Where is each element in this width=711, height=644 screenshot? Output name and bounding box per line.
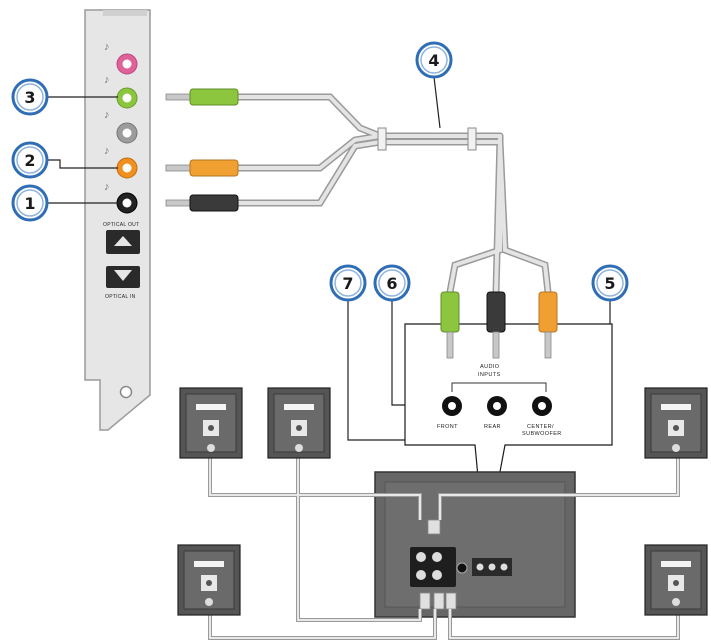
optical-in-port[interactable] bbox=[106, 266, 140, 288]
rca-plug-top bbox=[427, 519, 441, 535]
optical-in-label: OPTICAL IN bbox=[105, 294, 136, 300]
callout-badge-1: 1 bbox=[11, 184, 49, 222]
plug-green-right[interactable] bbox=[440, 291, 460, 359]
jack-icons: ♪ ♪ ♪ ♪ ♪ bbox=[104, 41, 110, 193]
callout-badge-2: 2 bbox=[11, 141, 49, 179]
jack-orange[interactable] bbox=[116, 157, 138, 179]
callout-badge-6: 6 bbox=[373, 264, 411, 302]
speaker-front-left bbox=[179, 387, 243, 459]
audio-input-panel: AUDIO INPUTS FRONT REAR CENTER/ SUBWOOFE… bbox=[404, 291, 613, 553]
audio-out-icon: ♪ bbox=[104, 145, 110, 157]
audio-inputs-label-1: AUDIO bbox=[480, 364, 500, 370]
splitter-cable bbox=[232, 93, 552, 296]
callout-number: 5 bbox=[604, 274, 615, 293]
callout-badge-3: 3 bbox=[11, 78, 49, 116]
rca-plug-bottom bbox=[419, 592, 431, 610]
jack-green[interactable] bbox=[116, 87, 138, 109]
speaker-front-right bbox=[267, 387, 331, 459]
mount-hole bbox=[119, 385, 133, 399]
plug-orange-right[interactable] bbox=[538, 291, 558, 359]
callout-badge-4: 4 bbox=[415, 41, 453, 79]
callout-number: 2 bbox=[24, 151, 35, 170]
subwoofer-jack-cluster[interactable] bbox=[410, 547, 468, 587]
center-label-2: SUBWOOFER bbox=[522, 431, 562, 437]
rca-plug-bottom bbox=[433, 592, 445, 610]
audio-inputs-label-2: INPUTS bbox=[478, 372, 501, 378]
callout-number: 4 bbox=[428, 51, 439, 70]
jack-gray[interactable] bbox=[116, 122, 138, 144]
callout-number: 7 bbox=[342, 274, 353, 293]
callout-number: 6 bbox=[386, 274, 397, 293]
plug-black-right[interactable] bbox=[486, 291, 506, 359]
speaker-rear-left bbox=[177, 544, 241, 616]
rear-label: REAR bbox=[484, 424, 501, 430]
callout-number: 3 bbox=[24, 88, 35, 107]
rca-plug-bottom bbox=[445, 592, 457, 610]
callout-badge-5: 5 bbox=[591, 264, 629, 302]
optical-out-port[interactable] bbox=[106, 230, 140, 254]
headset-icon: ♪ bbox=[104, 41, 110, 53]
plug-black-left[interactable] bbox=[165, 194, 239, 212]
subwoofer-input-jacks[interactable] bbox=[472, 558, 512, 576]
callout-badge-7: 7 bbox=[329, 264, 367, 302]
speaker-center bbox=[644, 387, 708, 459]
audio-out-icon: ♪ bbox=[104, 181, 110, 193]
front-input-jack[interactable] bbox=[442, 396, 462, 416]
front-label: FRONT bbox=[437, 424, 458, 430]
jack-black[interactable] bbox=[116, 192, 138, 214]
callout-number: 1 bbox=[24, 194, 35, 213]
rear-input-jack[interactable] bbox=[487, 396, 507, 416]
center-subwoofer-input-jack[interactable] bbox=[532, 396, 552, 416]
plug-orange-left[interactable] bbox=[165, 159, 239, 177]
optical-out-label: OPTICAL OUT bbox=[103, 222, 139, 228]
jack-pink[interactable] bbox=[116, 53, 138, 75]
plug-green-left[interactable] bbox=[165, 88, 239, 106]
audio-out-icon: ♪ bbox=[104, 109, 110, 121]
speaker-rear-right bbox=[644, 544, 708, 616]
sound-card-bracket: ♪ ♪ ♪ ♪ ♪ OPTICAL OUT bbox=[84, 9, 151, 431]
audio-out-icon: ♪ bbox=[104, 74, 110, 86]
center-label-1: CENTER/ bbox=[527, 424, 554, 430]
